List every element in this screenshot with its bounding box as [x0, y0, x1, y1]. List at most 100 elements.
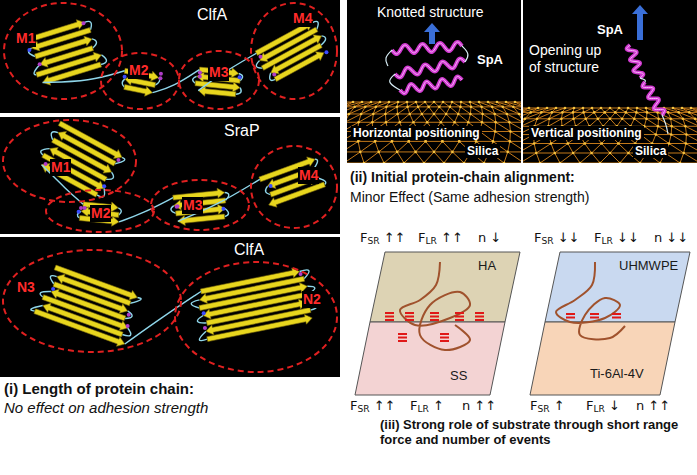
lattice-atom	[518, 113, 521, 116]
lattice-atom	[667, 111, 670, 114]
lattice-atom	[582, 107, 585, 110]
lattice-atom	[627, 152, 630, 155]
lattice-bond	[347, 163, 364, 164]
lattice-bond	[507, 114, 510, 122]
lattice-bond	[404, 163, 424, 164]
lattice-bond	[620, 163, 640, 164]
dashed-ellipse	[251, 146, 337, 228]
dashed-ellipse	[3, 120, 136, 202]
lattice-atom	[645, 117, 648, 120]
lattice-atom	[470, 106, 473, 109]
lattice-atom	[417, 106, 420, 109]
lattice-atom	[469, 101, 472, 104]
lattice-bond	[410, 107, 418, 114]
lattice-atom	[440, 121, 443, 124]
lattice-atom	[493, 113, 496, 116]
lattice-atom	[412, 121, 415, 124]
lattice-bond	[523, 163, 540, 164]
lattice-bond	[400, 122, 414, 123]
lattice-atom	[618, 107, 621, 110]
shape-outline	[2, 249, 182, 353]
lattice-bond	[634, 118, 646, 119]
lattice-atom	[524, 117, 527, 120]
lattice-bond	[672, 126, 687, 134]
text-subscript: LR	[425, 236, 436, 246]
lattice-bond	[434, 152, 444, 163]
atom-dot	[102, 184, 106, 188]
lattice-atom	[591, 107, 594, 110]
lattice-atom	[491, 106, 494, 109]
text-holder: Ti-6Al-4V	[590, 366, 644, 382]
lattice-atom	[670, 125, 673, 128]
lattice-bond	[397, 151, 415, 152]
lattice-bond	[450, 107, 458, 114]
lattice-bond	[584, 108, 592, 112]
lattice-bond	[509, 122, 521, 123]
atom-dot	[51, 287, 55, 291]
lattice-bond	[574, 118, 586, 119]
lattice-atom	[453, 121, 456, 124]
shape-outline	[355, 322, 505, 395]
lattice-bond	[620, 153, 628, 163]
helix-ribbon	[400, 76, 462, 93]
label-holder: FLR ↓↓	[594, 230, 639, 246]
lattice-bond	[347, 122, 359, 123]
lattice-bond	[434, 141, 442, 152]
label-holder: (iii) Strong role of substrate through s…	[380, 418, 692, 448]
bond-mark	[440, 340, 449, 342]
lattice-atom	[397, 101, 400, 104]
lattice-bond	[413, 114, 421, 122]
substrate-layer: Ti-6Al-4V	[530, 322, 675, 395]
lattice-bond	[523, 144, 534, 153]
force-annotation: FLR ↓	[586, 398, 620, 414]
lattice-bond	[656, 135, 669, 144]
beta-sheet	[259, 157, 326, 207]
lattice-bond	[422, 114, 427, 122]
lattice-atom	[459, 106, 462, 109]
lattice-bond	[434, 102, 443, 103]
lattice-bond	[671, 135, 686, 144]
bond-mark	[475, 319, 484, 321]
helix-ribbon	[627, 45, 644, 78]
protein-chain	[556, 262, 625, 339]
loop-line	[640, 78, 645, 82]
strand-arrow	[34, 309, 125, 347]
domain-ellipse: N3	[2, 249, 182, 353]
lattice-atom	[533, 142, 536, 145]
domain-ellipse: M4	[250, 145, 338, 229]
beta-sheet	[27, 20, 106, 86]
lattice-bond	[601, 108, 610, 109]
linker-loop	[125, 291, 201, 343]
lattice-atom	[572, 152, 575, 155]
lattice-bond	[523, 143, 534, 144]
lattice-bond	[416, 151, 434, 152]
substrate-layer: SS	[355, 322, 505, 395]
lattice-bond	[397, 106, 408, 107]
lattice-bond	[626, 112, 634, 118]
lattice-bond	[585, 143, 602, 144]
label-holder: (ii) Initial protein-chain alignment:	[350, 169, 575, 186]
lattice-bond	[536, 144, 551, 153]
lattice-bond	[592, 153, 600, 163]
lattice-bond	[379, 152, 384, 163]
lattice-bond	[686, 134, 697, 135]
text-holder: Knotted structure	[375, 4, 486, 21]
helix-ribbon	[642, 82, 664, 115]
lattice-bond	[443, 102, 452, 103]
lattice-atom	[379, 101, 382, 104]
panel-background	[347, 0, 521, 163]
helix-highlight	[642, 82, 664, 115]
loop-group	[41, 132, 125, 197]
atom-dot	[202, 311, 206, 315]
lattice-bond	[434, 114, 441, 122]
lattice-bond	[434, 107, 439, 114]
silica-lattice	[523, 107, 697, 163]
lattice-bond	[537, 118, 549, 119]
substrate-plane	[370, 252, 520, 322]
lattice-atom	[352, 101, 355, 104]
bond-mark	[405, 319, 414, 321]
text-holder: M1	[50, 159, 71, 176]
lattice-bond	[458, 114, 468, 122]
beta-sheet	[41, 121, 125, 197]
lattice-bond	[493, 141, 510, 142]
